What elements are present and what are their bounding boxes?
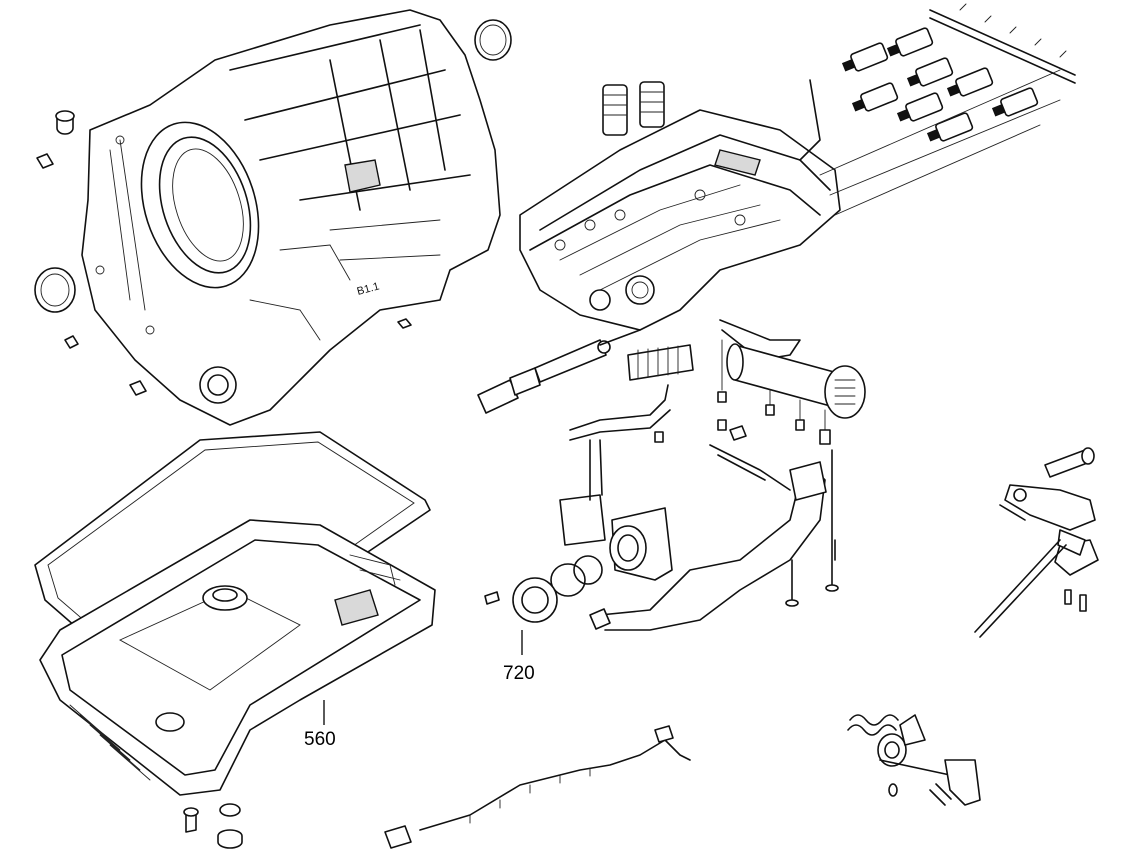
callout-560-label: 560 (304, 729, 336, 750)
callout-720: 720 (503, 630, 535, 684)
callout-720-label: 720 (503, 663, 535, 684)
valve-body (519, 81, 841, 331)
oil-pan (39, 519, 436, 849)
callout-560: 560 (304, 700, 336, 750)
parking-lock-parts (974, 447, 1099, 638)
lead-frame (589, 425, 827, 631)
connector-sleeve (484, 507, 673, 623)
parking-pawl-assembly (847, 714, 981, 806)
wiring-harness (384, 725, 691, 849)
sensor-module (654, 319, 866, 445)
solenoid-valves (799, 3, 1076, 216)
position-sensor-bracket (559, 344, 694, 546)
transmission-housing: B1.1 (81, 9, 501, 426)
shift-shaft (477, 329, 641, 414)
svg-text:B1.1: B1.1 (356, 280, 381, 297)
housing-small-parts (34, 19, 512, 396)
long-bolts (785, 449, 839, 607)
